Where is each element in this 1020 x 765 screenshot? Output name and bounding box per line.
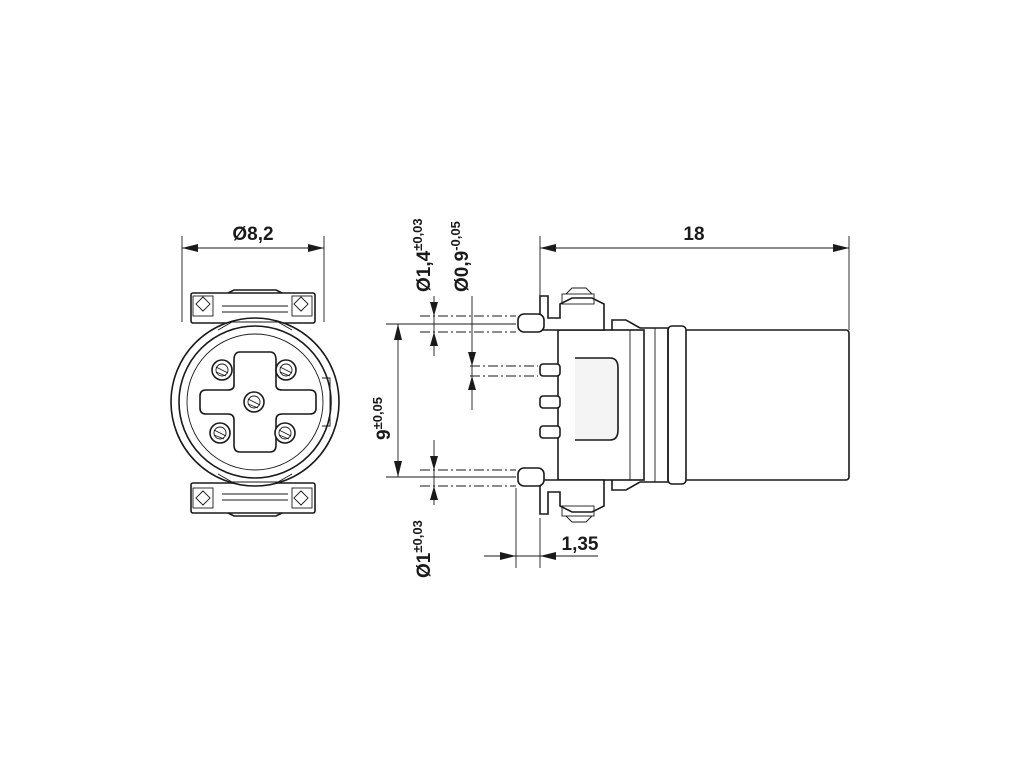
svg-text:Ø0,9-0,05: Ø0,9-0,05 [448,221,473,292]
front-view: Ø8,2 [170,224,340,517]
signal-pin-2 [539,395,561,409]
inner-ring [178,325,332,479]
dim-pin-diameter-top-label: Ø1,4 [414,250,435,292]
signal-pin-1 [539,363,561,377]
dim-offset-label: 1,35 [562,534,599,555]
dim-length-label: 18 [683,224,704,245]
dim-pin-diameter-mid: Ø0,9-0,05 [448,221,476,410]
dim-length: 18 [539,224,850,330]
pin-top [517,313,545,333]
contact-bottom-right [274,422,296,444]
dim-diameter-front-label: Ø8,2 [232,224,273,245]
contact-bottom-left [209,422,231,444]
dim-pin-diameter-top: Ø1,4±0,03 [410,218,438,356]
dim-pitch: 9±0,05 [370,324,402,477]
contact-center [243,391,265,413]
dim-pin-diameter-bottom-tol: ±0,03 [410,520,425,552]
dim-diameter-front: Ø8,2 [181,224,325,322]
contact-top-right [275,359,297,381]
svg-text:9±0,05: 9±0,05 [370,397,395,440]
signal-pin-3 [539,425,561,439]
dim-pin-diameter-bottom-label: Ø1 [414,552,435,578]
dim-pin-diameter-mid-tol: -0,05 [448,221,463,251]
top-clip [539,287,605,331]
dim-pitch-tol: ±0,05 [370,397,385,429]
bottom-clip [539,479,605,523]
dim-pin-diameter-mid-label: Ø0,9 [452,251,473,292]
dim-offset: 1,35 [484,488,599,568]
contact-top-left [211,359,233,381]
side-view: 18 Ø1,4±0,03 Ø0,9-0,05 [370,218,850,578]
dim-pitch-label: 9 [374,429,395,440]
dim-pin-diameter-top-tol: ±0,03 [410,218,425,250]
contact-carrier [199,351,317,453]
top-flange [190,289,316,324]
svg-text:Ø1,4±0,03: Ø1,4±0,03 [410,218,435,292]
svg-text:Ø1±0,03: Ø1±0,03 [410,520,435,578]
bottom-flange [190,482,316,517]
barrel [683,329,850,481]
pin-bottom [517,467,545,487]
dim-pin-diameter-bottom: Ø1±0,03 [410,440,438,578]
